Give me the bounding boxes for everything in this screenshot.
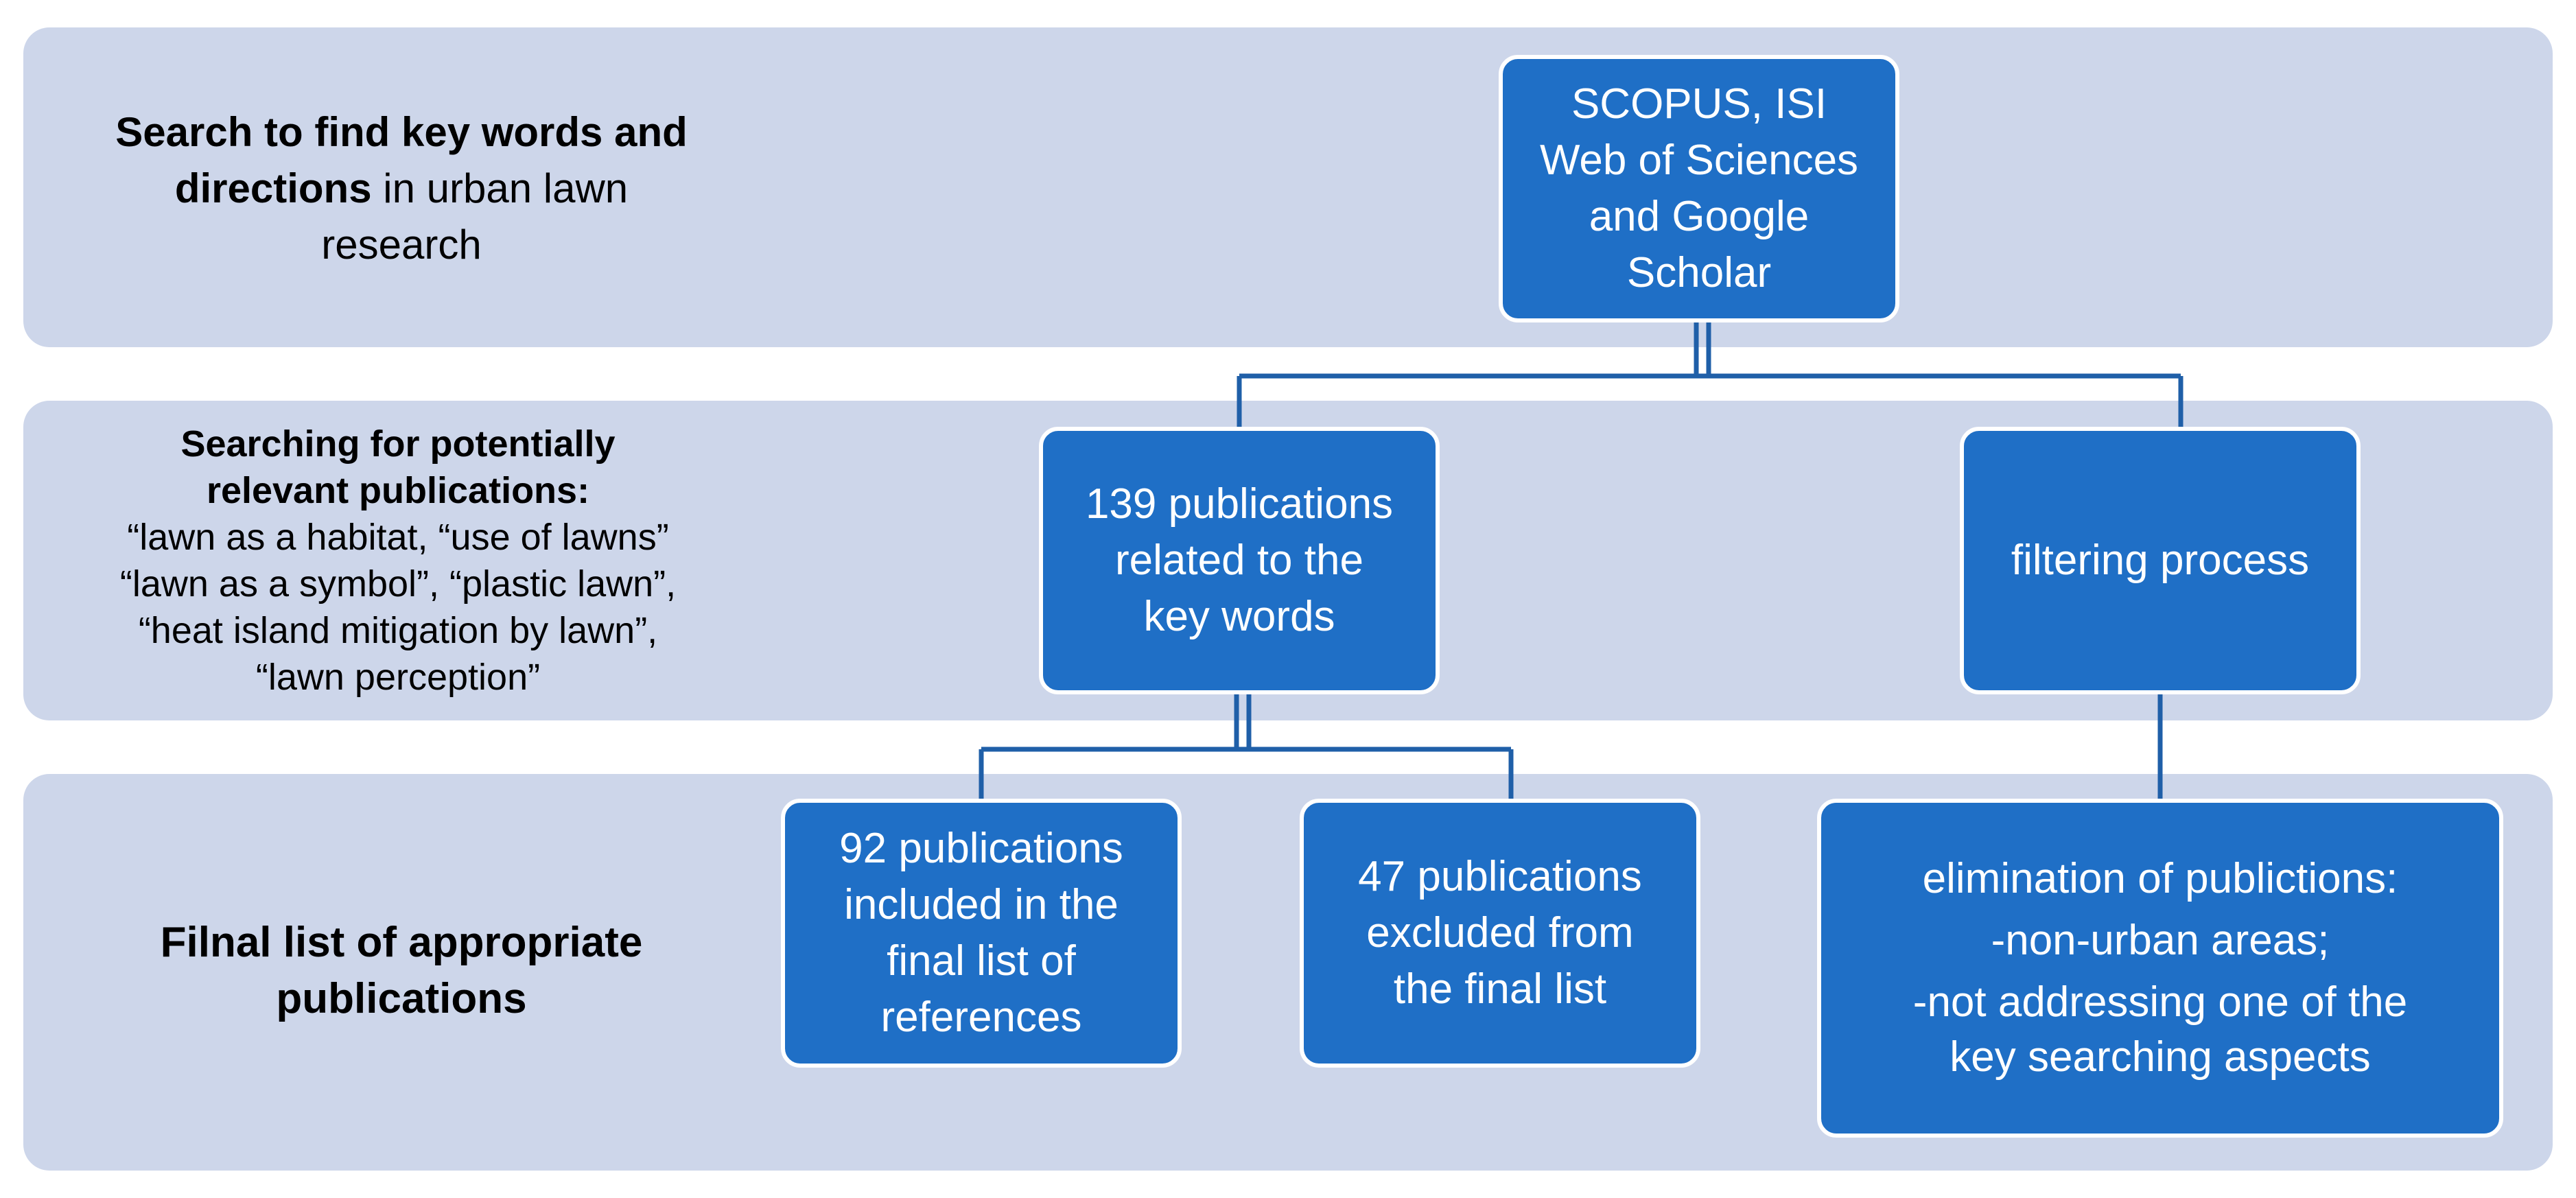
- box-text-line: key searching aspects: [1949, 1033, 2371, 1081]
- box-text-line: 139 publications: [1085, 480, 1394, 528]
- box-text-line: references: [880, 994, 1082, 1041]
- label-line: Filnal list of appropriate: [161, 915, 643, 971]
- label-line: Searching for potentially: [180, 421, 615, 467]
- label-line: “lawn as a symbol”, “plastic lawn”,: [120, 561, 676, 607]
- box-139-publications: 139 publications related to the key words: [1039, 427, 1440, 694]
- box-text-line: key words: [1143, 593, 1335, 640]
- label-text: “heat island mitigation by lawn”,: [138, 610, 658, 651]
- box-text-line: Web of Sciences: [1539, 137, 1859, 184]
- box-47-excluded: 47 publications excluded from the final li…: [1300, 799, 1700, 1068]
- label-text: “lawn as a symbol”, “plastic lawn”,: [119, 563, 677, 604]
- row-band-search: [23, 27, 2553, 347]
- label-text-bold: Search to find key words and: [115, 109, 688, 155]
- label-text-bold: Filnal list of appropriate: [160, 919, 643, 966]
- row-label-search: Search to find key words and directions i…: [41, 89, 762, 288]
- row-label-final: Filnal list of appropriate publications: [41, 913, 762, 1029]
- label-text: in urban lawn: [371, 165, 629, 211]
- label-text-bold: publications: [276, 975, 527, 1022]
- label-line: “lawn perception”: [256, 654, 540, 701]
- box-text-line: final list of: [887, 937, 1076, 985]
- label-line: “lawn as a habitat, “use of lawns”: [127, 514, 668, 561]
- box-filtering-process: filtering process: [1960, 427, 2361, 694]
- label-line: Search to find key words and: [115, 104, 688, 161]
- row-label-potential: Searching for potentially relevant public…: [27, 406, 769, 715]
- box-text-line: the final list: [1393, 965, 1607, 1013]
- label-text: “lawn perception”: [255, 657, 541, 698]
- box-elimination-criteria: elimination of publictions: -non-urban ar…: [1817, 799, 2503, 1138]
- label-text-bold: directions: [174, 165, 372, 211]
- label-line: relevant publications:: [207, 467, 589, 514]
- label-line: publications: [276, 971, 526, 1027]
- box-text-line: SCOPUS, ISI: [1571, 80, 1827, 128]
- box-92-included: 92 publications included in the final list…: [781, 799, 1182, 1068]
- label-text-bold: relevant publications:: [206, 470, 590, 511]
- box-text-line: Scholar: [1626, 249, 1772, 296]
- box-text-line: elimination of publictions:: [1922, 855, 2398, 902]
- box-text-line: and Google: [1589, 193, 1810, 240]
- box-text-line: -not addressing one of the: [1912, 978, 2408, 1026]
- box-text-line: included in the: [844, 881, 1119, 928]
- box-text-line: 92 publications: [839, 825, 1123, 872]
- box-text-line: filtering process: [2011, 537, 2310, 584]
- label-text: research: [321, 222, 482, 268]
- label-line: directions in urban lawn: [175, 161, 628, 217]
- label-line: research: [321, 217, 481, 273]
- box-text-line: related to the: [1115, 537, 1363, 584]
- label-line: “heat island mitigation by lawn”,: [139, 607, 657, 654]
- box-text-line: -non-urban areas;: [1991, 917, 2330, 964]
- box-text-line: excluded from: [1366, 909, 1634, 956]
- box-text-line: 47 publications: [1358, 853, 1642, 900]
- label-text: “lawn as a habitat, “use of lawns”: [127, 517, 669, 558]
- label-text-bold: Searching for potentially: [180, 423, 616, 465]
